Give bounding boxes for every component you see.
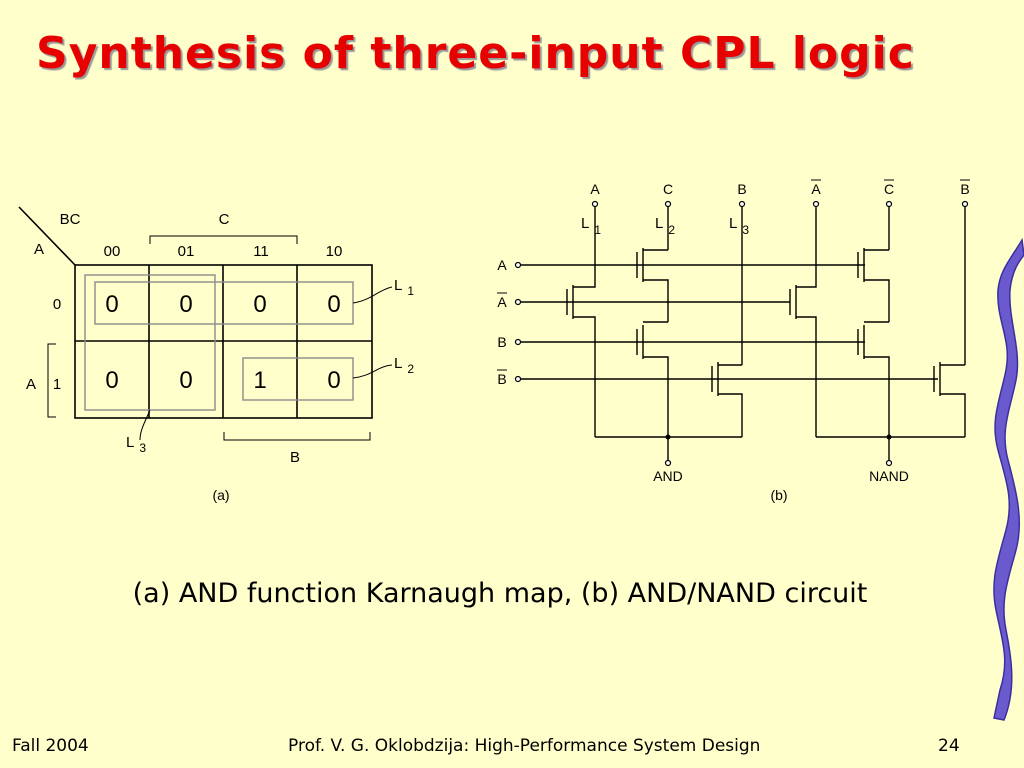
- kmap-cell: 0: [327, 291, 340, 318]
- circuit-nodes: [514, 200, 969, 467]
- kmap-loops: [84, 274, 354, 411]
- figure-caption: (a) AND function Karnaugh map, (b) AND/N…: [132, 578, 868, 609]
- circuit-left-input: B: [497, 371, 506, 387]
- kmap-cell: 0: [179, 291, 192, 318]
- kmap-col-00: 00: [104, 243, 121, 260]
- cpl-circuit: [518, 205, 966, 462]
- kmap-row-1: 1: [53, 376, 61, 393]
- kmap-a-bracket: [47, 343, 56, 418]
- karnaugh-map: [18, 206, 373, 441]
- kmap-col-10: 10: [326, 243, 343, 260]
- kmap-cell: 0: [179, 367, 192, 394]
- circuit-left-input: A: [497, 257, 507, 273]
- kmap-col-11: 11: [253, 243, 269, 260]
- kmap-bottom-group-b: B: [290, 449, 300, 466]
- complement-overbars: [497, 179, 970, 371]
- kmap-cell: 0: [327, 367, 340, 394]
- circuit-junctions: [665, 434, 892, 440]
- circuit-top-input: A: [590, 181, 600, 197]
- kmap-loop-leaders: [139, 286, 393, 441]
- loop-l2: [242, 357, 354, 401]
- slide-title: Synthesis of three-input CPL logic: [36, 28, 915, 79]
- footer-date: Fall 2004: [12, 736, 89, 756]
- footer-page-number: 24: [938, 736, 960, 756]
- footer-author: Prof. V. G. Oklobdzija: High-Performance…: [288, 736, 761, 756]
- kmap-cell: 1: [253, 367, 266, 394]
- kmap-cell: 0: [105, 291, 118, 318]
- kmap-b-bracket: [223, 432, 371, 441]
- circuit-figure-label: (b): [770, 487, 787, 503]
- decorative-ribbon: [993, 237, 1024, 721]
- circuit-top-input: B: [960, 181, 969, 197]
- kmap-cell: 0: [253, 291, 266, 318]
- circuit-output-nand: NAND: [869, 468, 909, 484]
- kmap-corner-a: A: [34, 241, 44, 258]
- kmap-col-01: 01: [178, 243, 195, 260]
- kmap-cell: 0: [105, 367, 118, 394]
- kmap-row-group-a: A: [26, 376, 36, 393]
- loop-l1: [94, 281, 354, 325]
- circuit-output-and: AND: [653, 468, 683, 484]
- kmap-figure-label: (a): [212, 487, 229, 503]
- circuit-top-input: C: [663, 181, 673, 197]
- circuit-top-input: C: [884, 181, 894, 197]
- kmap-c-bracket: [149, 235, 298, 244]
- kmap-corner-diagonal: [18, 206, 76, 266]
- circuit-top-input: B: [737, 181, 746, 197]
- kmap-corner-bc: BC: [60, 211, 81, 228]
- circuit-left-input: A: [497, 294, 507, 310]
- circuit-top-input: A: [811, 181, 821, 197]
- kmap-col-group-c: C: [219, 211, 230, 228]
- kmap-row-0: 0: [53, 296, 61, 313]
- circuit-left-input: B: [497, 334, 506, 350]
